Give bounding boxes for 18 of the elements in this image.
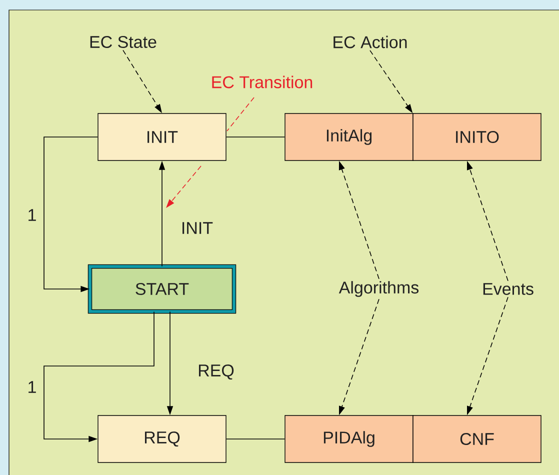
- edge-label: 1: [26, 208, 38, 222]
- callout-label: Algorithms: [338, 281, 419, 297]
- edge-label: 1: [26, 380, 38, 394]
- action-box: PIDAlg: [284, 415, 414, 463]
- state-box: REQ: [98, 415, 226, 463]
- connector-line: [226, 438, 286, 440]
- state-box: INIT: [98, 113, 226, 161]
- callout-label: EC Action: [334, 36, 407, 48]
- connector-line: [226, 136, 286, 138]
- start-state-box: START: [88, 264, 236, 314]
- callout-label: EC State: [90, 36, 156, 48]
- callout-label: Events: [483, 283, 534, 295]
- action-box: CNF: [412, 415, 542, 463]
- edge-label: REQ: [196, 363, 236, 381]
- action-box: InitAlg: [284, 113, 414, 161]
- callout-label: EC Transition: [212, 76, 312, 88]
- action-box: INITO: [412, 113, 542, 161]
- edge-label: INIT: [180, 221, 214, 235]
